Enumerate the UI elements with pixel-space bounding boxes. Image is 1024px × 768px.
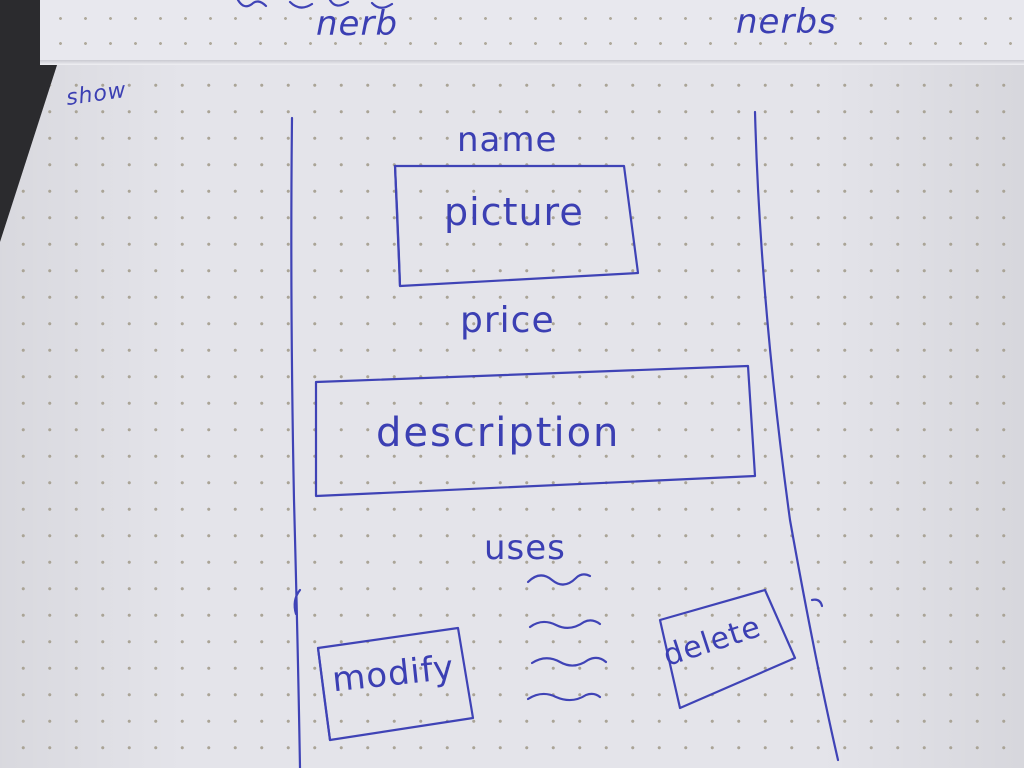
notebook-page bbox=[0, 62, 1024, 768]
picture-label: picture bbox=[444, 190, 584, 234]
uses-line-4 bbox=[526, 692, 602, 702]
previous-page-strip bbox=[40, 0, 1024, 64]
uses-line-1 bbox=[526, 573, 592, 586]
price-label: price bbox=[460, 300, 555, 341]
description-label: description bbox=[376, 410, 621, 456]
delete-label: delete bbox=[659, 609, 766, 674]
top-right-word: nerbs bbox=[736, 2, 837, 42]
frame-left-edge bbox=[290, 116, 302, 768]
delete-box bbox=[658, 588, 797, 710]
description-box bbox=[314, 364, 757, 498]
frame-right-edge bbox=[753, 110, 840, 762]
delete-button[interactable]: delete bbox=[659, 594, 794, 706]
uses-line-2 bbox=[528, 619, 602, 629]
page-fold-edge bbox=[40, 60, 1024, 65]
uses-line-3 bbox=[530, 656, 608, 667]
modify-button[interactable]: modify bbox=[322, 632, 470, 736]
top-left-word: nerb bbox=[316, 4, 399, 44]
name-label: name bbox=[457, 120, 558, 160]
uses-label: uses bbox=[484, 528, 566, 568]
modify-label: modify bbox=[330, 647, 457, 701]
